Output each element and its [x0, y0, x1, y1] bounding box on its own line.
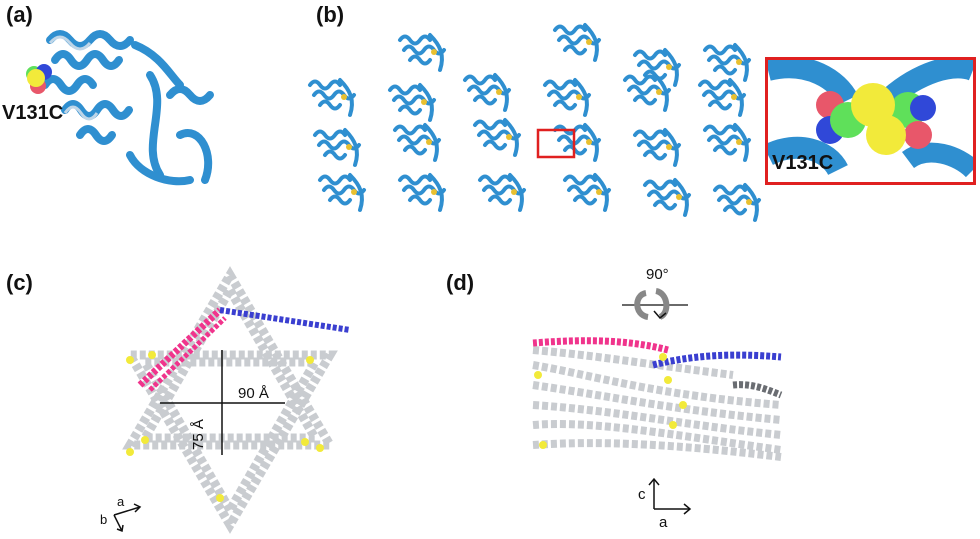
- rotation-label-d: 90°: [646, 266, 669, 283]
- panel-a-label: (a): [6, 2, 33, 27]
- crystal-lattice-b: [308, 23, 761, 222]
- protein-ribbon-a: [41, 30, 214, 186]
- mutation-spheres-a: [26, 64, 52, 94]
- inset-box-b: V131C: [765, 57, 976, 185]
- panel-d-label: (d): [446, 270, 475, 295]
- panel-c-label: (c): [6, 270, 33, 295]
- inset-mutation-label-b: V131C: [772, 152, 834, 174]
- rotation-arrow-icon: [622, 288, 688, 320]
- inset-spheres-b: [768, 60, 973, 178]
- axis-c-label-d: c: [638, 486, 646, 503]
- axes-icon-c: [113, 503, 142, 533]
- hexagram-helices-c: [122, 266, 351, 534]
- mutation-label-a: V131C: [2, 102, 64, 124]
- side-view-helices-d: [532, 335, 783, 461]
- axis-a-label-d: a: [659, 514, 668, 531]
- axes-icon-d: [648, 477, 692, 515]
- axis-a-label-c: a: [117, 494, 125, 509]
- dimension-horizontal-c: 90 Å: [238, 385, 269, 402]
- axis-b-label-c: b: [100, 512, 108, 527]
- dimension-vertical-c: 75 Å: [190, 419, 207, 450]
- panel-b-label: (b): [316, 2, 345, 27]
